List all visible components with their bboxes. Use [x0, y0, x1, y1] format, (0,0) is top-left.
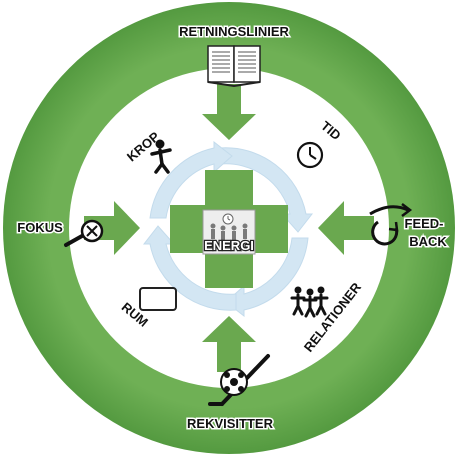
person-figure-icon: [150, 139, 172, 174]
empty-frame-icon: [139, 287, 177, 311]
arrow-right: [318, 201, 374, 255]
magnifier-icon: [64, 219, 104, 247]
cycle-arrows: [142, 140, 314, 318]
label-feedback-line2: BACK: [409, 234, 447, 249]
label-feedback-line1: FEED-: [405, 216, 444, 231]
label-retningslinier: RETNINGSLINIER: [179, 24, 289, 39]
group-of-people-icon: [290, 286, 329, 318]
clock-icon: [296, 141, 324, 169]
arrow-top: [202, 84, 256, 140]
arrow-bottom: [202, 316, 256, 372]
ball-and-stick-icon: [208, 354, 270, 406]
people-and-clock-icon: [202, 209, 256, 255]
open-book-icon: [207, 45, 261, 88]
label-rekvisitter: REKVISITTER: [187, 416, 274, 431]
arrow-left: [84, 201, 140, 255]
feedback-cycle-icon: [369, 203, 413, 246]
inward-arrows: [84, 84, 374, 372]
label-energi: ENERGI: [204, 238, 254, 253]
label-fokus: FOKUS: [17, 220, 63, 235]
